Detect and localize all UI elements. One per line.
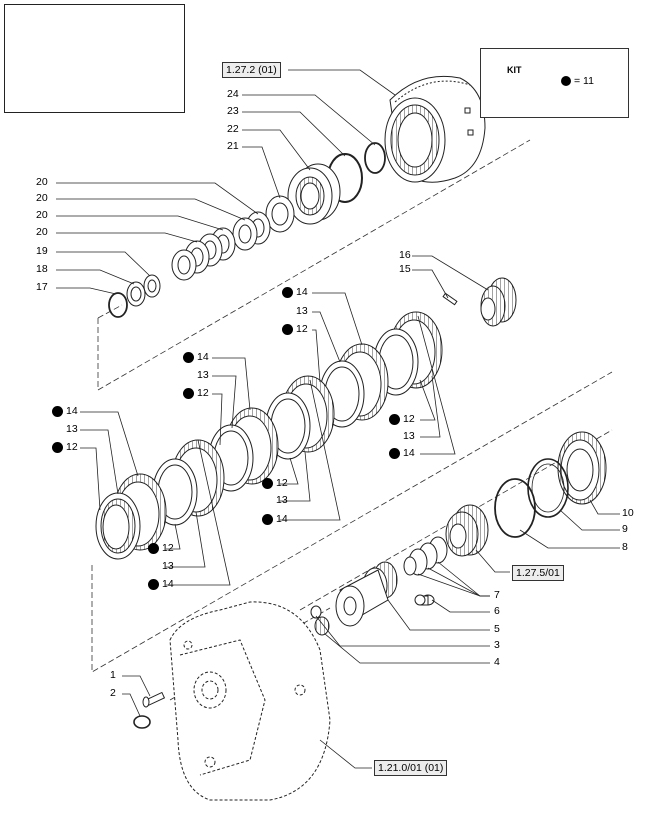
callout-20: 20: [36, 176, 48, 188]
washer-21: [265, 195, 295, 233]
callout-20: 20: [36, 226, 48, 238]
washer-2: [133, 715, 151, 729]
callout-12: 12: [403, 413, 415, 425]
hub-gear: [445, 504, 489, 557]
clutch-drum: [384, 75, 486, 183]
kit-bullet-icon: [389, 414, 400, 425]
callout-18: 18: [36, 263, 48, 275]
circlip-24: [364, 142, 386, 174]
ref-tag-bottom[interactable]: 1.21.0/01 (01): [374, 760, 448, 776]
callout-21: 21: [227, 140, 239, 152]
callout-2: 2: [110, 687, 116, 699]
kit-quantity: = 11: [574, 75, 594, 87]
kit-bullet-icon: [183, 352, 194, 363]
callout-12: 12: [162, 542, 174, 554]
callout-14: 14: [162, 578, 174, 590]
callout-7: 7: [494, 589, 500, 601]
pin-6: [414, 594, 435, 606]
callout-14: 14: [66, 405, 78, 417]
transmission-housing: [169, 601, 331, 801]
kit-label: KIT: [507, 65, 522, 75]
callout-12: 12: [197, 387, 209, 399]
kit-bullet-icon: [262, 478, 273, 489]
ring-9: [527, 458, 569, 518]
kit-bullet-icon: [262, 514, 273, 525]
circlip-8: [494, 478, 536, 538]
kit-bullet-icon: [148, 543, 159, 554]
ring-3: [310, 605, 322, 619]
callout-12: 12: [66, 441, 78, 453]
pin-15: [442, 292, 458, 306]
clutch-pack-upper: [265, 311, 443, 460]
callout-3: 3: [494, 639, 500, 651]
callout-14: 14: [276, 513, 288, 525]
callout-8: 8: [622, 541, 628, 553]
leader-lines: [56, 69, 620, 769]
clutch-pack-lower: [95, 473, 167, 560]
bolt-1: [142, 691, 166, 708]
callout-16: 16: [399, 249, 411, 261]
callout-14: 14: [197, 351, 209, 363]
kit-bullet-icon: [282, 324, 293, 335]
clutch-pack-middle: [152, 407, 279, 526]
kit-bullet-icon: [52, 442, 63, 453]
callout-23: 23: [227, 105, 239, 117]
kit-bullet-icon: [52, 406, 63, 417]
gear-10: [557, 431, 607, 505]
callout-24: 24: [227, 88, 239, 100]
callout-13: 13: [296, 305, 308, 317]
callout-5: 5: [494, 623, 500, 635]
seal-rings-7: [403, 536, 448, 576]
callout-13: 13: [66, 423, 78, 435]
kit-bullet-icon: [183, 388, 194, 399]
callout-4: 4: [494, 656, 500, 668]
ref-tag-top[interactable]: 1.27.2 (01): [222, 62, 281, 78]
bearing-4: [314, 616, 330, 636]
ref-tag-mid[interactable]: 1.27.5/01: [512, 565, 564, 581]
kit-legend: KIT = 11: [480, 48, 629, 118]
circlip-17: [108, 292, 128, 318]
callout-13: 13: [197, 369, 209, 381]
callout-13: 13: [276, 494, 288, 506]
callout-15: 15: [399, 263, 411, 275]
callout-20: 20: [36, 209, 48, 221]
callout-10: 10: [622, 507, 634, 519]
callout-14: 14: [296, 286, 308, 298]
bearing-22: [287, 163, 341, 225]
shim-stack-20: [171, 211, 271, 281]
callout-17: 17: [36, 281, 48, 293]
callout-13: 13: [403, 430, 415, 442]
callout-14: 14: [403, 447, 415, 459]
callout-6: 6: [494, 605, 500, 617]
kit-bullet-icon: [282, 287, 293, 298]
callout-9: 9: [622, 523, 628, 535]
callout-20: 20: [36, 192, 48, 204]
location-thumbnail: [4, 4, 185, 113]
callout-22: 22: [227, 123, 239, 135]
gear-16: [480, 277, 517, 327]
callout-13: 13: [162, 560, 174, 572]
callout-1: 1: [110, 669, 116, 681]
kit-bullet-icon: [561, 76, 571, 86]
callout-19: 19: [36, 245, 48, 257]
callout-12: 12: [296, 323, 308, 335]
kit-bullet-icon: [148, 579, 159, 590]
callout-12: 12: [276, 477, 288, 489]
kit-bullet-icon: [389, 448, 400, 459]
